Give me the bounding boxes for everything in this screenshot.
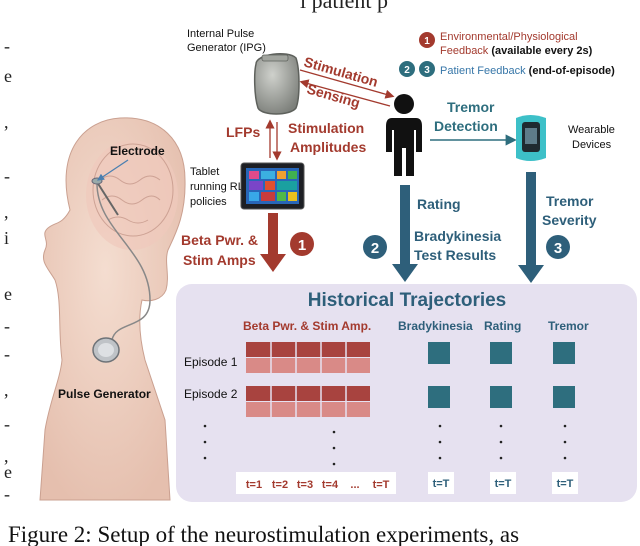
svg-text:,: , bbox=[4, 446, 9, 466]
svg-text:-: - bbox=[4, 414, 10, 434]
time-label: t=3 bbox=[297, 479, 313, 491]
stimulation-arrow bbox=[299, 69, 395, 99]
wearable-label-line2: Devices bbox=[572, 139, 612, 151]
legend-badge-3 bbox=[419, 61, 435, 77]
svg-text:-: - bbox=[4, 484, 10, 504]
badge-1-number: 1 bbox=[298, 237, 306, 254]
bradykinesia-label-line1: Bradykinesia bbox=[414, 228, 501, 244]
t-T-rating: t=T bbox=[495, 478, 512, 490]
outcome-squares bbox=[428, 342, 575, 408]
svg-text:e: e bbox=[4, 284, 12, 304]
electrode-label: Electrode bbox=[110, 144, 165, 158]
stim-amplitudes-line1: Stimulation bbox=[288, 120, 364, 136]
beta-thick-arrow-head bbox=[260, 254, 286, 272]
legend-item1-line2: Feedback (available every 2s) bbox=[440, 45, 593, 57]
historical-title: Historical Trajectories bbox=[308, 290, 507, 311]
badge-3-number: 3 bbox=[554, 240, 562, 257]
t-T-brady: t=T bbox=[433, 478, 450, 490]
svg-text:,: , bbox=[4, 202, 9, 222]
time-label: t=1 bbox=[246, 479, 262, 491]
patient-person-icon bbox=[386, 94, 422, 176]
legend-item2: Patient Feedback (end-of-episode) bbox=[440, 65, 615, 77]
ipg-label-line1: Internal Pulse bbox=[187, 28, 254, 40]
wearable-band-icon bbox=[516, 115, 546, 161]
severity-thick-arrow-shaft bbox=[526, 172, 536, 266]
col-header-tremor: Tremor bbox=[548, 319, 589, 333]
electrode-pointer bbox=[97, 159, 129, 181]
rating-thick-arrow-shaft bbox=[400, 185, 410, 265]
t-T-tremor: t=T bbox=[557, 478, 574, 490]
bradykinesia-label-line2: Test Results bbox=[414, 247, 496, 263]
sensing-arrow bbox=[299, 79, 391, 107]
legend-badge-2-number: 2 bbox=[404, 65, 410, 76]
svg-text:,: , bbox=[4, 112, 9, 132]
time-label: t=T bbox=[373, 479, 390, 491]
tablet-label-line2: running RL bbox=[190, 181, 244, 193]
figure-caption: Figure 2: Setup of the neurostimulation … bbox=[8, 522, 519, 546]
tablet-label-line3: policies bbox=[190, 196, 227, 208]
electrode-lead bbox=[96, 181, 119, 216]
svg-text:-: - bbox=[4, 344, 10, 364]
col-header-beta: Beta Pwr. & Stim Amp. bbox=[243, 319, 371, 333]
beta-label-line1: Beta Pwr. & bbox=[181, 232, 258, 248]
lead-wire bbox=[96, 181, 151, 341]
severity-thick-arrow-head bbox=[518, 265, 544, 283]
badge-1 bbox=[290, 232, 314, 256]
lfps-label: LFPs bbox=[226, 124, 260, 140]
svg-text:-: - bbox=[4, 316, 10, 336]
tremor-severity-line1: Tremor bbox=[546, 193, 594, 209]
t-T-box-tremor bbox=[552, 472, 578, 494]
time-axis-box bbox=[236, 472, 396, 494]
episode-1-label: Episode 1 bbox=[184, 355, 238, 369]
stim-amplitudes-line2: Amplitudes bbox=[290, 139, 366, 155]
wearable-label-line1: Wearable bbox=[568, 124, 615, 136]
legend-item1-line1: Environmental/Physiological bbox=[440, 31, 578, 43]
episode-2-label: Episode 2 bbox=[184, 387, 238, 401]
brain-outline bbox=[86, 140, 178, 250]
badge-2 bbox=[363, 235, 387, 259]
svg-text:e: e bbox=[4, 462, 12, 482]
time-axis-labels: t=1 t=2 t=3 t=4... t=T bbox=[246, 479, 390, 491]
time-label: t=2 bbox=[272, 479, 288, 491]
col-header-bradykinesia: Bradykinesia bbox=[398, 319, 473, 333]
historical-trajectories-panel bbox=[176, 284, 637, 502]
tremor-detection-line2: Detection bbox=[434, 118, 498, 134]
svg-text:-: - bbox=[4, 166, 10, 186]
svg-text:,: , bbox=[4, 380, 9, 400]
tablet-label-line1: Tablet bbox=[190, 166, 219, 178]
episode-1-cells bbox=[246, 342, 370, 373]
rating-thick-arrow-head bbox=[392, 264, 418, 282]
col-header-rating: Rating bbox=[484, 319, 521, 333]
svg-text:-: - bbox=[4, 36, 10, 56]
rating-label: Rating bbox=[417, 196, 461, 212]
margin-top-text: l patient p bbox=[300, 0, 388, 13]
legend-badge-1 bbox=[419, 32, 435, 48]
beta-thick-arrow-shaft bbox=[268, 213, 278, 255]
head-illustration bbox=[39, 117, 186, 501]
legend-badge-2 bbox=[399, 61, 415, 77]
beta-label-line2: Stim Amps bbox=[183, 252, 256, 268]
ipg-device-icon bbox=[253, 52, 300, 115]
legend-badge-1-number: 1 bbox=[424, 36, 430, 47]
t-T-box-rating bbox=[490, 472, 516, 494]
ipg-label-line2: Generator (IPG) bbox=[187, 42, 266, 54]
time-label: ... bbox=[350, 479, 359, 491]
svg-text:e: e bbox=[4, 66, 12, 86]
legend-badge-3-number: 3 bbox=[424, 65, 430, 76]
episode-2-cells bbox=[246, 386, 370, 417]
badge-2-number: 2 bbox=[371, 240, 379, 257]
time-label: t=4 bbox=[322, 479, 339, 491]
pulse-generator-label: Pulse Generator bbox=[58, 387, 151, 401]
tremor-detection-line1: Tremor bbox=[447, 99, 495, 115]
t-T-box-brady bbox=[428, 472, 454, 494]
tremor-severity-line2: Severity bbox=[542, 212, 597, 228]
svg-text:i: i bbox=[4, 228, 9, 248]
tablet-icon bbox=[240, 162, 305, 210]
badge-3 bbox=[546, 235, 570, 259]
continuation-dots bbox=[203, 424, 567, 466]
left-margin-marks: -e, -,i e-- ,-, e- bbox=[4, 36, 12, 504]
